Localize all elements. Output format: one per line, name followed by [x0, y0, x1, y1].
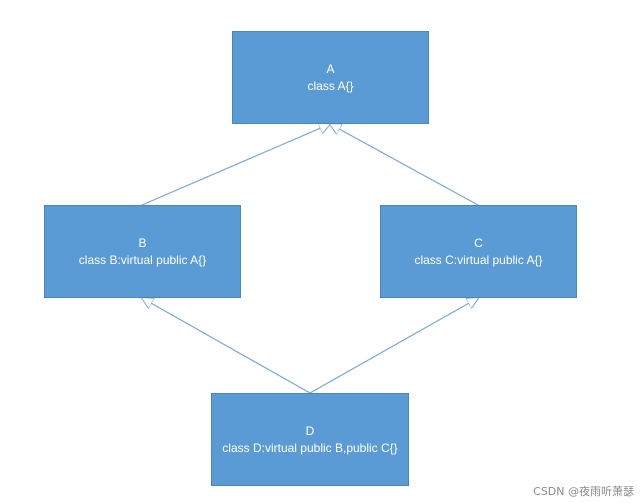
- class-node-d-title: D: [305, 423, 315, 438]
- watermark: CSDN @夜雨听萧瑟: [533, 485, 634, 498]
- class-node-c-declaration: class C:virtual public A{}: [414, 252, 543, 267]
- class-node-b-title: B: [138, 235, 147, 250]
- edge-c-to-a: [330, 124, 479, 206]
- class-node-d: D class D:virtual public B,public C{}: [211, 393, 409, 486]
- class-node-a-declaration: class A{}: [307, 78, 354, 93]
- edge-d-to-b: [142, 298, 311, 394]
- class-node-a: A class A{}: [232, 31, 429, 124]
- class-node-a-title: A: [326, 61, 335, 76]
- class-node-b-declaration: class B:virtual public A{}: [78, 252, 207, 267]
- edge-b-to-a: [141, 124, 330, 206]
- class-node-c: C class C:virtual public A{}: [380, 205, 577, 298]
- class-node-c-title: C: [474, 235, 483, 250]
- class-node-b: B class B:virtual public A{}: [44, 205, 241, 298]
- class-node-d-declaration: class D:virtual public B,public C{}: [222, 440, 398, 455]
- edge-d-to-c: [309, 298, 478, 394]
